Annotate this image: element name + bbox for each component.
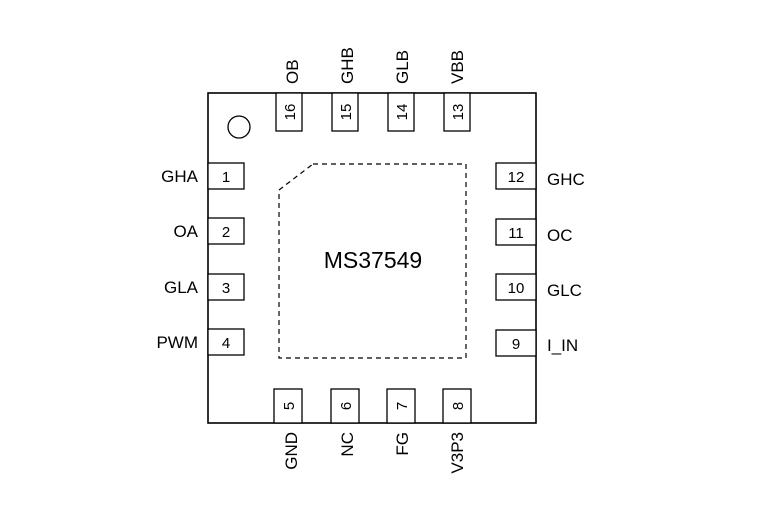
package-outline xyxy=(207,92,537,424)
pin-pad xyxy=(331,92,359,132)
pin-number: 15 xyxy=(338,104,355,121)
pin-name: GHC xyxy=(547,170,585,189)
pin-5: 5 GND xyxy=(273,388,303,470)
pin-name: OB xyxy=(283,59,302,84)
pin-pad xyxy=(495,273,537,301)
pin-pad xyxy=(443,92,471,132)
pin-number: 14 xyxy=(394,104,411,121)
pin-number: 10 xyxy=(508,280,525,297)
pin-pad xyxy=(207,162,245,190)
pin-4: 4 PWM xyxy=(156,328,245,356)
pin-name: OA xyxy=(173,222,198,241)
pin-6: 6 NC xyxy=(330,388,360,457)
pin-number: 16 xyxy=(282,104,299,121)
pin-pad xyxy=(495,162,537,190)
pin-12: 12 GHC xyxy=(495,162,585,190)
pin-name: GLA xyxy=(164,278,199,297)
pin-1: 1 GHA xyxy=(161,162,245,190)
pin-number: 1 xyxy=(222,169,230,186)
pin-pad xyxy=(330,388,360,424)
pin-3: 3 GLA xyxy=(164,273,245,301)
pin-number: 11 xyxy=(508,225,524,242)
pin-number: 2 xyxy=(222,224,230,241)
pin-number: 5 xyxy=(281,402,298,410)
pin-name: GLB xyxy=(393,50,412,84)
pin-number: 4 xyxy=(222,335,230,352)
pin-11: 11 OC xyxy=(495,218,573,246)
pin-16: 16 OB xyxy=(275,59,303,132)
pin-pad xyxy=(275,92,303,132)
pin-name: GHB xyxy=(338,47,357,84)
pin-name: V3P3 xyxy=(448,432,467,474)
pin-pad xyxy=(387,92,415,132)
pin-2: 2 OA xyxy=(173,217,245,245)
pin-pad xyxy=(207,328,245,356)
chip-part-number: MS37549 xyxy=(324,247,422,273)
pin-name: VBB xyxy=(448,50,467,84)
pin-7: 7 FG xyxy=(386,388,416,456)
pin-number: 7 xyxy=(394,402,411,410)
exposed-pad-outline xyxy=(278,163,467,359)
pin-number: 3 xyxy=(222,280,230,297)
pin-pad xyxy=(207,273,245,301)
pin-number: 6 xyxy=(338,402,355,410)
pin-number: 13 xyxy=(450,104,467,121)
pin-8: 8 V3P3 xyxy=(442,388,472,474)
pin-14: 14 GLB xyxy=(387,50,415,132)
pin-name: OC xyxy=(547,226,573,245)
pin-15: 15 GHB xyxy=(331,47,359,132)
pin-name: GLC xyxy=(547,281,582,300)
pin-pad xyxy=(442,388,472,424)
pin-name: I_IN xyxy=(547,336,578,355)
pin-pad xyxy=(207,217,245,245)
pin-number: 12 xyxy=(508,169,525,186)
pin-pad xyxy=(495,329,537,357)
pin1-marker-icon xyxy=(227,115,251,139)
pin-name: FG xyxy=(393,432,412,456)
pin-13: 13 VBB xyxy=(443,50,471,132)
pin-name: GND xyxy=(282,432,301,470)
pin-number: 9 xyxy=(512,336,520,353)
pin-pad xyxy=(386,388,416,424)
pin-name: NC xyxy=(338,432,357,457)
pin-9: 9 I_IN xyxy=(495,329,578,357)
pin-10: 10 GLC xyxy=(495,273,582,301)
pin-number: 8 xyxy=(450,402,467,410)
pin-pad xyxy=(273,388,303,424)
pin-name: PWM xyxy=(156,333,198,352)
pin-pad xyxy=(495,218,537,246)
pin-name: GHA xyxy=(161,167,199,186)
